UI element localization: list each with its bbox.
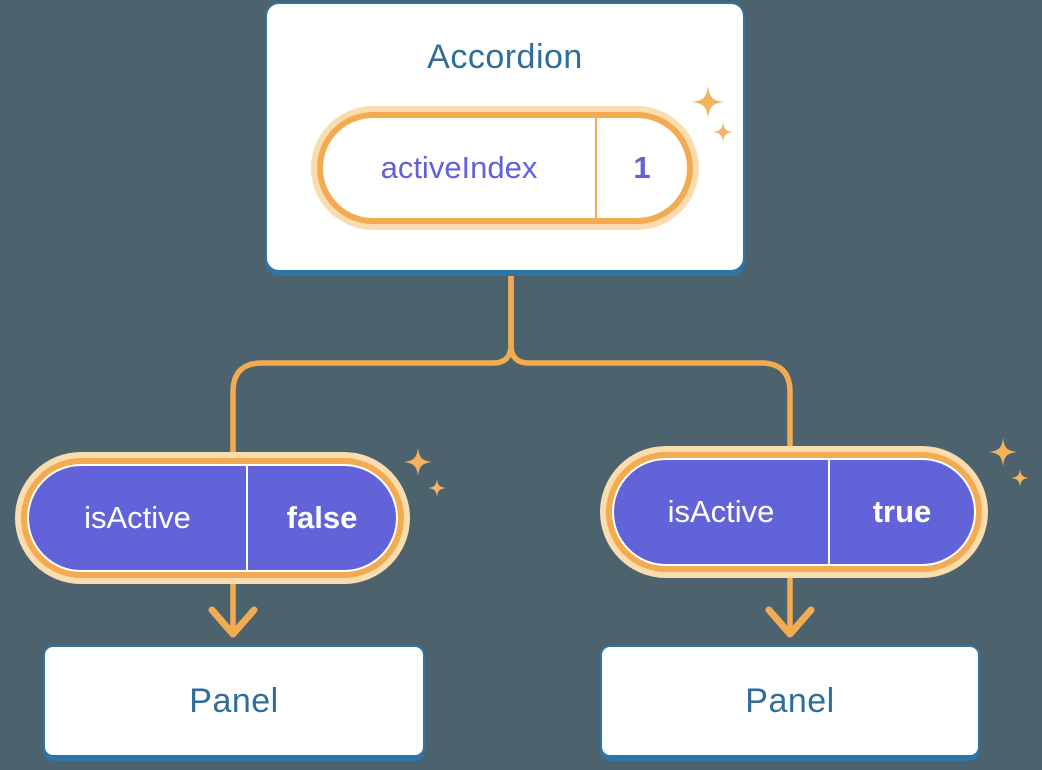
state-pill-isactive-true: isActive true bbox=[612, 458, 976, 566]
sparkle-icon bbox=[692, 86, 733, 142]
panel-component-box-left: Panel bbox=[43, 645, 425, 757]
state-pill-isactive-false: isActive false bbox=[27, 464, 398, 572]
pill-divider bbox=[828, 460, 830, 564]
accordion-title: Accordion bbox=[427, 38, 583, 76]
sparkle-icon bbox=[989, 438, 1029, 487]
panel-component-box-right: Panel bbox=[600, 645, 980, 757]
state-name: isActive bbox=[667, 494, 775, 529]
pill-divider bbox=[595, 118, 597, 218]
sparkle-icon bbox=[404, 448, 446, 497]
branch-left bbox=[230, 268, 514, 632]
pill-divider bbox=[246, 466, 248, 570]
state-value: false bbox=[286, 500, 358, 535]
panel-title: Panel bbox=[745, 681, 835, 720]
arrowheads bbox=[208, 606, 815, 638]
arrow-down-icon bbox=[208, 606, 258, 638]
arrow-down-icon bbox=[765, 606, 815, 638]
panel-title: Panel bbox=[189, 681, 279, 720]
state-name: isActive bbox=[84, 500, 191, 535]
state-value: 1 bbox=[633, 150, 651, 185]
state-value: true bbox=[872, 494, 932, 529]
tree-branches bbox=[230, 268, 793, 632]
state-name: activeIndex bbox=[380, 150, 538, 185]
state-pill-activeindex: activeIndex 1 bbox=[317, 112, 693, 224]
branch-right bbox=[508, 268, 793, 632]
